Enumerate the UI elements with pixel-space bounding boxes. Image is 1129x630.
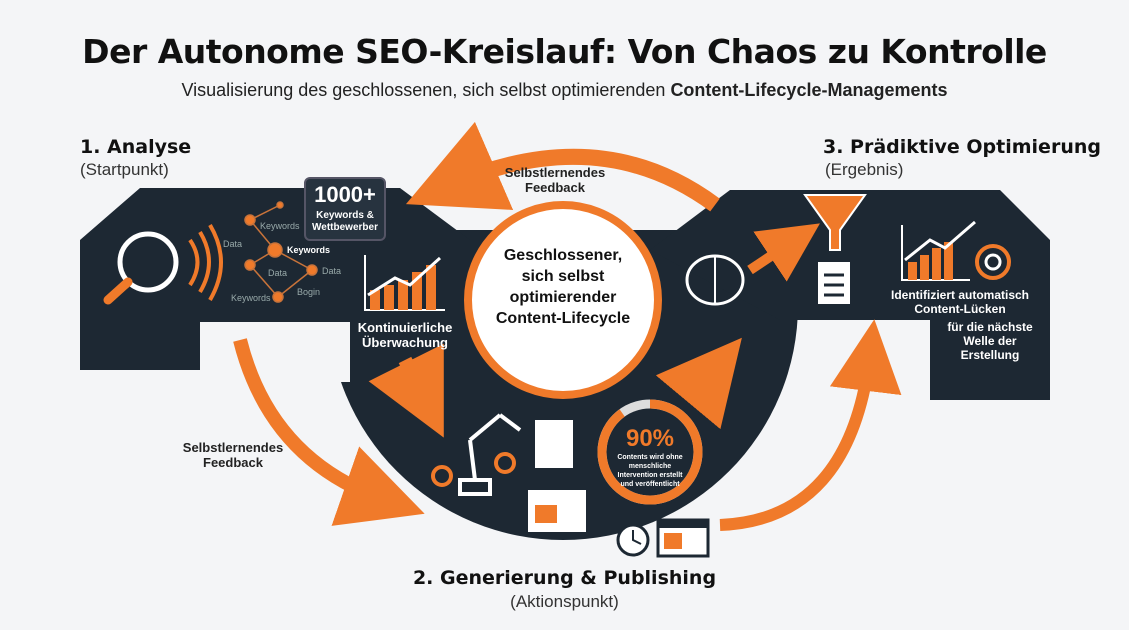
percent-line: Contents wird ohne: [617, 454, 683, 461]
optimierung-line: Erstellung: [960, 348, 1020, 362]
percent-donut-fill: [597, 399, 703, 505]
optimierung-line: Identifiziert automatisch: [890, 288, 1030, 302]
analyse-subheading: (Startpunkt): [80, 160, 169, 179]
documents-icon: [528, 420, 586, 532]
counter-label-line: Keywords &: [316, 210, 374, 221]
optimierung-heading: 3. Prädiktive Optimierung: [823, 136, 1101, 158]
percent-line: und veröffentlicht: [620, 481, 680, 488]
gear-icon: [431, 465, 453, 487]
analyse-cut: [200, 322, 350, 382]
network-label: Keywords: [231, 293, 271, 303]
page-title: Der Autonome SEO-Kreislauf: Von Chaos zu…: [82, 32, 1047, 71]
feedback-arrow-left: [233, 338, 425, 526]
counter-label: Keywords &Wettbewerber: [305, 210, 385, 234]
analyse-heading: 1. Analyse: [80, 136, 192, 158]
monitor-line: Kontinuierliche: [357, 320, 453, 335]
page-subtitle: Visualisierung des geschlossenen, sich s…: [0, 80, 1129, 101]
arrow-to-generierung: [368, 343, 444, 438]
document-icon: [818, 262, 850, 304]
center-line: optimierender: [509, 289, 617, 306]
center-line: sich selbst: [521, 268, 605, 285]
arrow-to-optimierung: [655, 337, 742, 430]
generierung-heading: 2. Generierung & Publishing: [412, 567, 717, 589]
funnel-icon: [803, 194, 867, 251]
feedback-line: Feedback: [525, 180, 585, 195]
network-label: Data: [223, 239, 243, 249]
feedback-line: Selbstlernendes: [182, 440, 284, 455]
percent-value: 90%: [625, 425, 675, 452]
browser-window-icon: [656, 518, 710, 558]
clock-icon: [616, 523, 650, 557]
robot-arm-icon: [458, 413, 522, 496]
center-circle: [464, 201, 662, 399]
analyse-panel-low: [80, 240, 200, 370]
subtitle-bold: Content-Lifecycle-Managements: [670, 80, 948, 100]
feedback-line: Selbstlernendes: [504, 165, 606, 180]
network-label: Data: [268, 268, 288, 278]
network-label: Keywords: [260, 221, 300, 231]
optimierung-line: Content-Lücken: [914, 302, 1006, 316]
percent-line: Intervention erstellt: [617, 472, 683, 479]
brain-icon: [685, 254, 745, 306]
optimierung-line: Welle der: [963, 334, 1017, 348]
growth-chart-icon: [364, 255, 445, 311]
counter-label-line: Wettbewerber: [312, 222, 378, 233]
optimierung-line: für die nächste: [947, 320, 1033, 334]
insight-arrow: [747, 223, 820, 282]
monitor-line: Überwachung: [362, 335, 448, 350]
optimierung-subheading: (Ergebnis): [825, 160, 904, 179]
network-label: Bogin: [297, 287, 321, 297]
counter-value: 1000+: [314, 182, 376, 207]
subtitle-text: Visualisierung des geschlossenen, sich s…: [181, 80, 671, 100]
network-label: Data: [322, 266, 342, 276]
feedback-arrow-top: [405, 121, 720, 212]
growth-target-icon: [901, 220, 1011, 281]
feedback-line: Feedback: [203, 455, 263, 470]
keyword-network-icon: [244, 201, 318, 303]
center-line: Content-Lifecycle: [495, 310, 631, 327]
center-line: Geschlossener,: [503, 247, 623, 264]
percent-line: menschliche: [628, 463, 672, 470]
counter-box: [304, 177, 386, 241]
arrow-to-next-wave: [719, 319, 902, 531]
generierung-subheading: (Aktionspunkt): [510, 592, 619, 611]
network-label: Keywords: [287, 245, 331, 255]
gear-icon: [494, 452, 516, 474]
magnifier-icon: [103, 223, 223, 305]
